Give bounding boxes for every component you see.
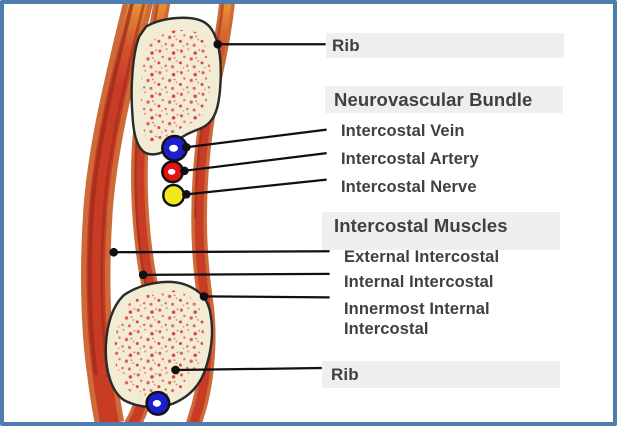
leader-rib-top	[213, 39, 326, 49]
leader-internal	[138, 270, 330, 280]
leader-external	[109, 247, 330, 257]
label-innermost-internal-intercostal: Innermost Internal Intercostal	[344, 300, 490, 338]
intercostal-vein-marker-lower	[145, 390, 171, 416]
rib-top-bone	[130, 16, 222, 156]
intercostal-artery-marker	[161, 160, 185, 184]
label-intercostal-artery: Intercostal Artery	[341, 150, 479, 168]
leader-nerve	[182, 178, 327, 199]
leader-rib-bottom	[171, 365, 322, 375]
leader-lines	[109, 39, 330, 375]
illustration	[81, 4, 330, 422]
label-external-intercostal: External Intercostal	[344, 248, 500, 266]
leader-vein	[182, 128, 327, 152]
heading-neurovascular-bundle: Neurovascular Bundle	[325, 86, 563, 113]
leader-innermost	[199, 292, 330, 301]
ribs	[104, 16, 222, 409]
label-intercostal-nerve: Intercostal Nerve	[341, 178, 477, 196]
heading-intercostal-muscles: Intercostal Muscles	[322, 212, 560, 250]
rib-bottom-bone	[104, 280, 214, 409]
label-intercostal-vein: Intercostal Vein	[341, 122, 465, 140]
intercostal-nerve-marker	[162, 183, 186, 207]
label-internal-intercostal: Internal Intercostal	[344, 273, 494, 291]
leader-artery	[180, 152, 327, 176]
label-rib-bottom: Rib	[322, 361, 560, 388]
label-rib-top: Rib	[326, 33, 564, 58]
external-intercostal-muscle	[81, 4, 153, 422]
